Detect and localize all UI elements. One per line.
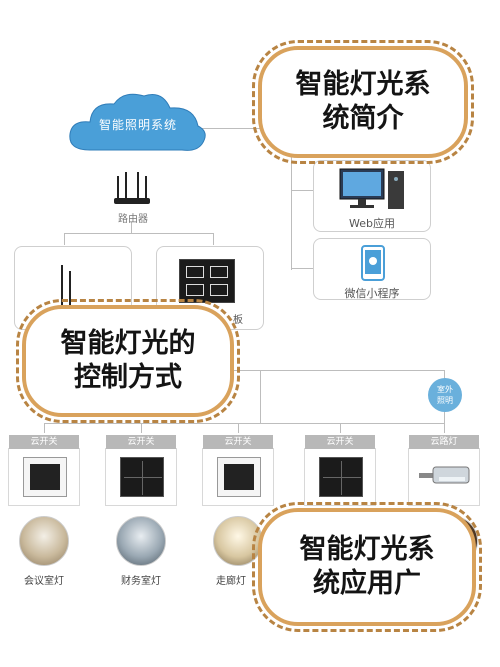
cloud-switch-4: 云开关 <box>304 435 376 506</box>
switch-panel-icon <box>217 457 261 497</box>
room-label: 财务室灯 <box>121 576 161 587</box>
switch-panel-icon <box>319 457 363 497</box>
cloud-switch-3: 云开关 <box>202 435 274 506</box>
switch-header: 云开关 <box>203 435 273 449</box>
web-app-label: Web应用 <box>349 217 395 230</box>
switch-header: 云开关 <box>9 435 79 449</box>
connector-cloud-right <box>200 128 292 129</box>
desktop-computer-icon <box>339 168 404 209</box>
web-app-box: Web应用 <box>313 160 431 232</box>
connector-mid-right <box>213 233 214 245</box>
cloud-switch-1: 云开关 <box>8 435 80 506</box>
outdoor-badge-line1: 室外 <box>437 385 453 394</box>
meeting-room-photo <box>19 516 69 566</box>
router-label: 路由器 <box>118 214 148 225</box>
connector-bottom-bus <box>44 423 444 424</box>
callout-text: 智能灯光系 <box>299 534 435 566</box>
corridor-photo <box>213 516 263 566</box>
smartphone-icon <box>361 245 385 281</box>
control-panel-icon <box>179 259 235 303</box>
switch-header: 云路灯 <box>409 435 479 449</box>
outdoor-badge-line2: 照明 <box>437 396 453 405</box>
finance-room-photo <box>116 516 166 566</box>
callout-text: 智能灯光系 <box>295 69 431 101</box>
connector-sw4 <box>340 423 341 433</box>
switch-panel-icon <box>120 457 164 497</box>
outdoor-lighting-badge: 室外 照明 <box>428 378 462 412</box>
panel-key <box>186 266 204 278</box>
connector-mid-horizontal <box>64 233 214 234</box>
callout-text: 统应用广 <box>313 568 421 599</box>
connector-sw3 <box>238 423 239 433</box>
switch-header: 云开关 <box>305 435 375 449</box>
wechat-miniprogram-box: 微信小程序 <box>313 238 431 300</box>
switch-panel-icon <box>23 457 67 497</box>
wechat-miniprogram-label: 微信小程序 <box>344 287 400 300</box>
connector-router-down <box>131 222 132 234</box>
connector-sw1 <box>44 423 45 433</box>
router-icon <box>114 172 150 204</box>
connector-to-web <box>291 190 313 191</box>
callout-wide-application: 智能灯光系 统应用广 <box>252 502 482 632</box>
switch-header: 云开关 <box>106 435 176 449</box>
control-panel-label: 板 <box>233 315 243 326</box>
panel-key <box>186 284 204 296</box>
callout-text: 智能灯光的 <box>60 328 196 360</box>
streetlight-icon <box>419 466 470 484</box>
cloud-streetlight: 云路灯 <box>408 435 480 506</box>
connector-bus-top <box>230 370 445 371</box>
connector-right-vertical <box>291 128 292 270</box>
room-label: 走廊灯 <box>216 576 246 587</box>
panel-key <box>210 266 228 278</box>
connector-to-wechat <box>291 268 313 269</box>
cloud-icon <box>69 93 206 151</box>
connector-sw2 <box>141 423 142 433</box>
connector-bus-up <box>260 370 261 424</box>
callout-control-methods: 智能灯光的 控制方式 <box>16 299 240 423</box>
callout-text: 统简介 <box>322 103 404 134</box>
callout-system-intro: 智能灯光系 统简介 <box>252 40 474 164</box>
connector-mid-left <box>64 233 65 245</box>
room-label: 会议室灯 <box>24 576 64 587</box>
cloud-switch-2: 云开关 <box>105 435 177 506</box>
panel-key <box>210 284 228 296</box>
cloud-label: 智能照明系统 <box>98 118 177 132</box>
callout-text: 控制方式 <box>74 362 182 393</box>
